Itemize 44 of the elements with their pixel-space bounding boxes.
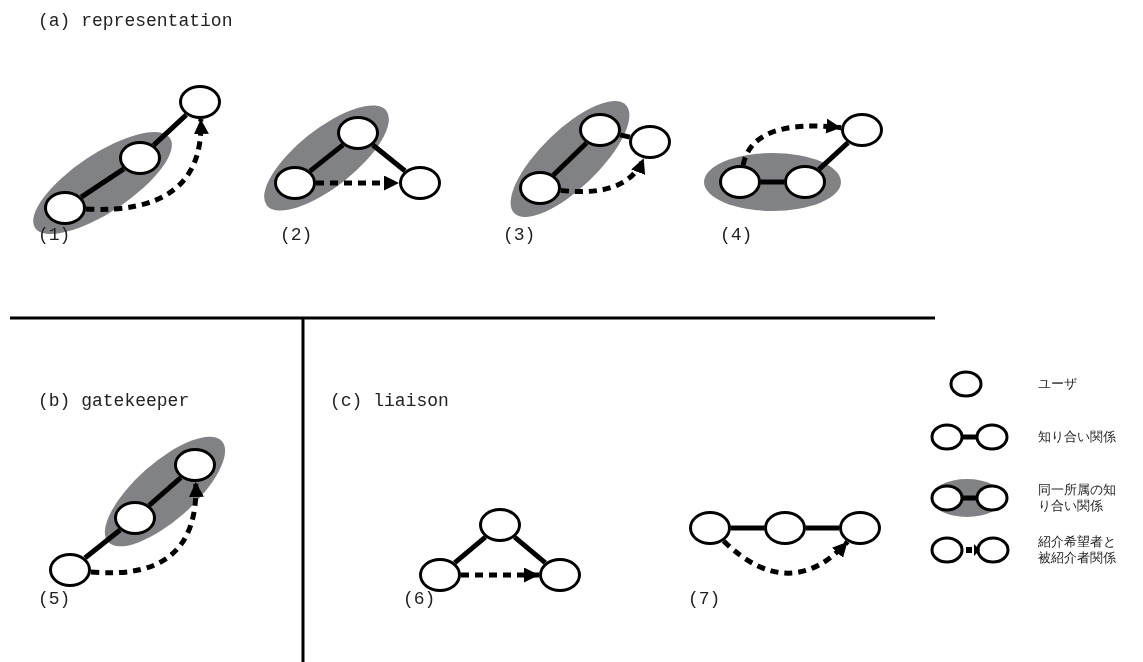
connector-line	[371, 143, 407, 173]
connector-line	[453, 535, 487, 565]
user-circle	[841, 113, 883, 147]
connector-line	[308, 142, 345, 174]
legend-label: 同一所属の知り合い関係	[1038, 482, 1117, 515]
user-circle	[764, 511, 806, 545]
connector-line	[817, 140, 850, 172]
connector-line	[761, 179, 784, 185]
legend-label: 紹介希望者と被紹介者関係	[1038, 534, 1117, 567]
sub-figure-label: (6)	[403, 590, 436, 608]
arrow	[316, 175, 399, 191]
user-circle	[629, 125, 671, 159]
sub-figure-label: (5)	[38, 590, 71, 608]
arrow	[740, 119, 842, 166]
sub-figure-label: (3)	[503, 226, 536, 244]
arrow	[90, 481, 204, 576]
arrow	[461, 567, 539, 583]
connector-line	[147, 475, 183, 508]
legend-label: 知り合い関係	[1038, 429, 1117, 446]
sub-figure-label: (2)	[280, 226, 313, 244]
sub-figure-label: (7)	[688, 590, 721, 608]
connector-line	[806, 525, 839, 531]
user-circle	[179, 85, 221, 119]
connector-line	[152, 113, 188, 147]
user-circle	[399, 166, 441, 200]
panel-heading: (a) representation	[38, 12, 233, 30]
arrow	[721, 539, 850, 576]
connector-line	[731, 525, 764, 531]
sub-figure-label: (4)	[720, 226, 753, 244]
user-circle	[479, 508, 521, 542]
connector-line	[551, 141, 589, 177]
connector-line	[83, 528, 122, 560]
arrow	[85, 118, 209, 212]
arrow	[560, 157, 646, 195]
panel-heading: (c) liaison	[330, 392, 449, 410]
user-circle	[419, 558, 461, 592]
user-circle	[539, 558, 581, 592]
connector-line	[513, 535, 547, 565]
user-circle	[49, 553, 91, 587]
user-circle	[689, 511, 731, 545]
legend-label: ユーザ	[1038, 376, 1078, 393]
connector-line	[79, 166, 126, 200]
user-circle	[839, 511, 881, 545]
panel-heading: (b) gatekeeper	[38, 392, 190, 410]
